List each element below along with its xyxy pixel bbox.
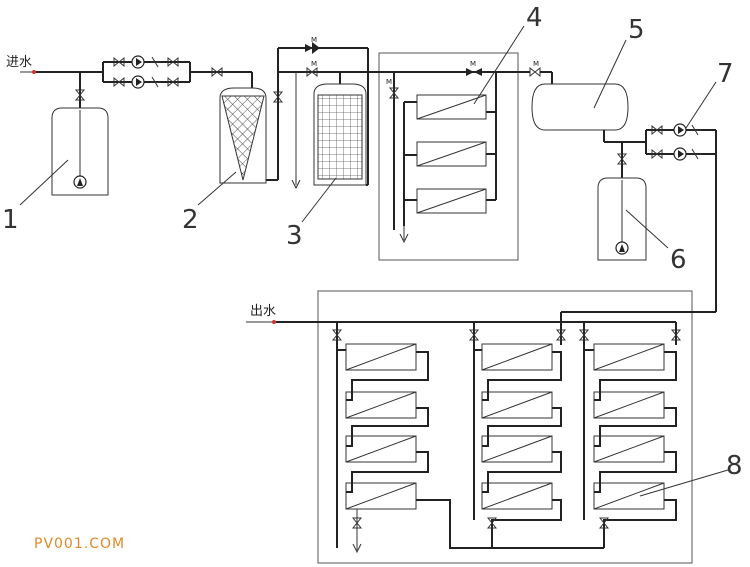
valve-icon — [529, 66, 541, 78]
callout-5: 5 — [628, 15, 645, 45]
pump-set-1 — [102, 55, 253, 90]
valve-icon — [211, 66, 223, 78]
callout-6: 6 — [670, 245, 687, 275]
valve-icon — [651, 148, 663, 160]
sand-filter-2 — [219, 48, 284, 184]
callout-8: 8 — [726, 451, 743, 481]
callouts: 1 2 3 4 5 6 7 8 — [2, 3, 743, 497]
check-valve-icon — [690, 124, 702, 136]
valve-icon — [670, 329, 682, 341]
valve-icon — [651, 124, 663, 136]
callout-2: 2 — [182, 205, 199, 235]
buffer-tank-5: M — [529, 60, 629, 143]
watermark: PV001.COM — [34, 536, 125, 552]
valve-icon — [578, 329, 590, 341]
valve-icon — [113, 76, 125, 88]
valve-icon — [351, 517, 363, 529]
valve-icon — [306, 66, 318, 78]
valve-icon — [167, 76, 179, 88]
ro-unit-8: 出水 — [246, 290, 716, 564]
check-valve-icon — [690, 148, 702, 160]
callout-7: 7 — [717, 59, 734, 89]
callout-4: 4 — [526, 3, 543, 33]
valve-icon — [555, 329, 567, 341]
valve-icon — [616, 153, 628, 165]
drain-arrow-icon — [352, 509, 362, 554]
valve-icon — [331, 329, 343, 341]
drain-arrow-icon — [291, 72, 301, 190]
membrane-column-a — [337, 343, 604, 554]
callout-3: 3 — [286, 221, 303, 251]
outlet-node — [272, 320, 276, 324]
valve-tag: M — [386, 78, 392, 86]
arrow-icon — [466, 68, 474, 76]
valve-icon — [388, 87, 400, 99]
check-valve-icon — [150, 76, 162, 88]
valve-tag: M — [470, 60, 476, 68]
valve-icon — [272, 91, 284, 103]
inlet-label: 进水 — [6, 55, 32, 70]
drain-arrow-icon — [399, 226, 409, 244]
membrane-column-c — [584, 343, 677, 548]
unit-4-frame — [378, 52, 519, 261]
membrane-column-b — [474, 343, 562, 548]
arrow-icon — [305, 44, 313, 52]
valve-dosing-1 — [74, 89, 86, 101]
valve-tag: M — [311, 36, 317, 44]
valve-icon — [167, 56, 179, 68]
outlet-label: 出水 — [250, 304, 276, 319]
valve-icon — [486, 517, 498, 529]
inlet-node — [32, 70, 36, 74]
valve-tag: M — [311, 60, 317, 68]
inlet-section: 进水 — [6, 55, 103, 110]
dosing-tank-1 — [51, 107, 109, 196]
callout-1: 1 — [2, 205, 19, 235]
check-valve-icon — [150, 56, 162, 68]
valve-icon — [468, 329, 480, 341]
valve-icon — [598, 517, 610, 529]
pretreatment-unit-4: M M — [368, 52, 530, 261]
unit-8-frame — [317, 290, 693, 564]
carbon-filter-3: M M — [278, 36, 369, 190]
dosing-tank-6 — [597, 142, 647, 261]
valve-tag: M — [533, 60, 539, 68]
valve-icon — [113, 56, 125, 68]
pump-arrow-icon — [77, 178, 83, 186]
high-pressure-pump-set-7 — [622, 123, 717, 312]
